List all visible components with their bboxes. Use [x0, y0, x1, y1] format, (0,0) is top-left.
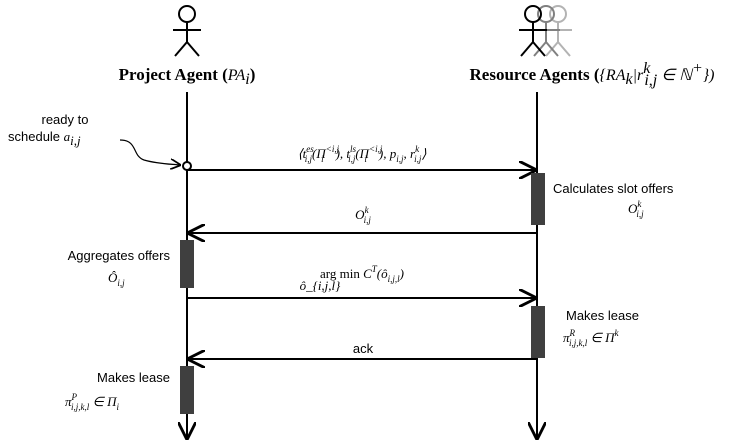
project-agent-icon: [173, 5, 201, 57]
activity-1-text: Calculates slot offers: [553, 181, 674, 196]
project-activation-1: [180, 240, 194, 288]
activity-2-text: Aggregates offers: [68, 248, 171, 263]
activity-4-text: Makes lease: [97, 370, 170, 385]
activity-2-math: Ôi,j: [108, 270, 125, 288]
resource-activation-1: [531, 173, 545, 225]
project-activation-2: [180, 366, 194, 414]
activity-3-text: Makes lease: [566, 308, 639, 323]
project-agent-header: Project Agent (PAi): [119, 65, 256, 88]
resource-agents-icon: [519, 5, 572, 57]
trigger-note-line2: schedule ai,j: [8, 129, 81, 148]
trigger-start-circle: [182, 161, 192, 171]
message-3-sub: ô_{i,j,l}: [300, 278, 342, 293]
trigger-note: ready to: [42, 112, 89, 127]
resource-activation-2: [531, 306, 545, 358]
message-3-label: arg min CT(ôi,j,l): [320, 264, 404, 284]
message-4-label: ack: [353, 341, 374, 356]
trigger-curve: [119, 139, 180, 165]
